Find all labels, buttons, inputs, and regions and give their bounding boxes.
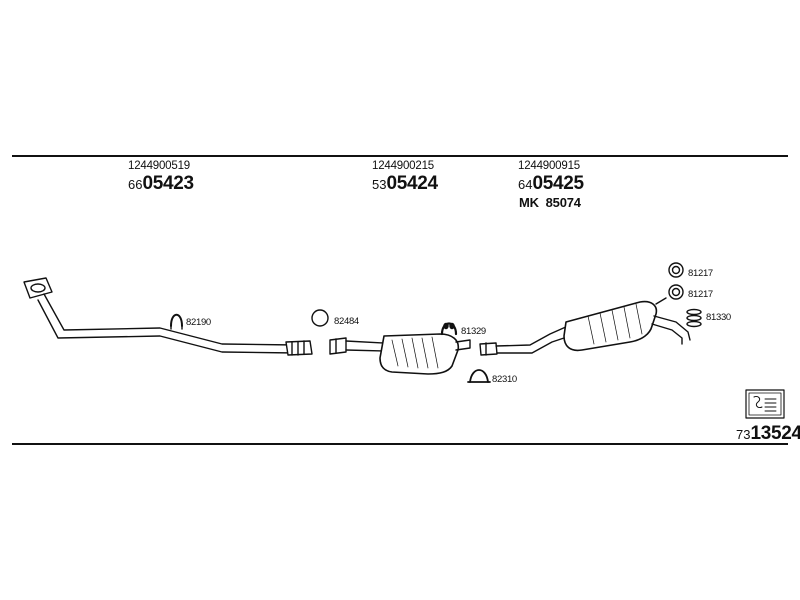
front-pipe-code: 6605423 xyxy=(128,173,194,195)
bottom-divider xyxy=(12,443,788,445)
top-divider xyxy=(12,155,788,157)
document-code-prefix: 73 xyxy=(736,427,751,442)
middle-silencer-code-main: 05424 xyxy=(386,173,438,194)
rear-silencer-code-main: 05425 xyxy=(532,173,584,194)
o-ring-lower-label: 81217 xyxy=(688,289,713,300)
front-pipe xyxy=(23,277,313,356)
o-ring-upper-icon xyxy=(668,262,684,278)
mounting-bracket-label: 81329 xyxy=(461,326,486,337)
hanger-clamp-label: 82190 xyxy=(186,317,211,328)
document-code: 7313524 xyxy=(736,423,800,445)
front-pipe-code-prefix: 66 xyxy=(128,177,143,192)
u-clamp-icon xyxy=(467,369,491,383)
middle-silencer-part-number: 1244900215 xyxy=(372,160,434,172)
mounting-kit-label: MK xyxy=(519,195,539,210)
rear-silencer xyxy=(479,297,691,356)
u-clamp-label: 82310 xyxy=(492,374,517,385)
rear-silencer-code-prefix: 64 xyxy=(518,177,533,192)
front-pipe-part-number: 1244900519 xyxy=(128,160,190,172)
hanger-clamp-icon xyxy=(170,313,183,330)
mounting-kit-number: 85074 xyxy=(545,195,581,210)
middle-silencer-code-prefix: 53 xyxy=(372,177,387,192)
ring-gasket-icon xyxy=(311,309,329,327)
rubber-buffer-label: 81330 xyxy=(706,312,731,323)
mounting-bracket-icon xyxy=(440,322,458,336)
o-ring-lower-icon xyxy=(668,284,684,300)
front-pipe-code-main: 05423 xyxy=(142,173,194,194)
mounting-kit: MK 85074 xyxy=(519,195,581,210)
ring-gasket-label: 82484 xyxy=(334,316,359,327)
rubber-buffer-icon xyxy=(686,308,702,328)
middle-silencer xyxy=(329,333,471,375)
middle-silencer-code: 5305424 xyxy=(372,173,438,195)
o-ring-upper-label: 81217 xyxy=(688,268,713,279)
document-stamp-icon xyxy=(745,389,785,419)
rear-silencer-part-number: 1244900915 xyxy=(518,160,580,172)
document-code-main: 13524 xyxy=(750,423,800,444)
rear-silencer-code: 6405425 xyxy=(518,173,584,195)
